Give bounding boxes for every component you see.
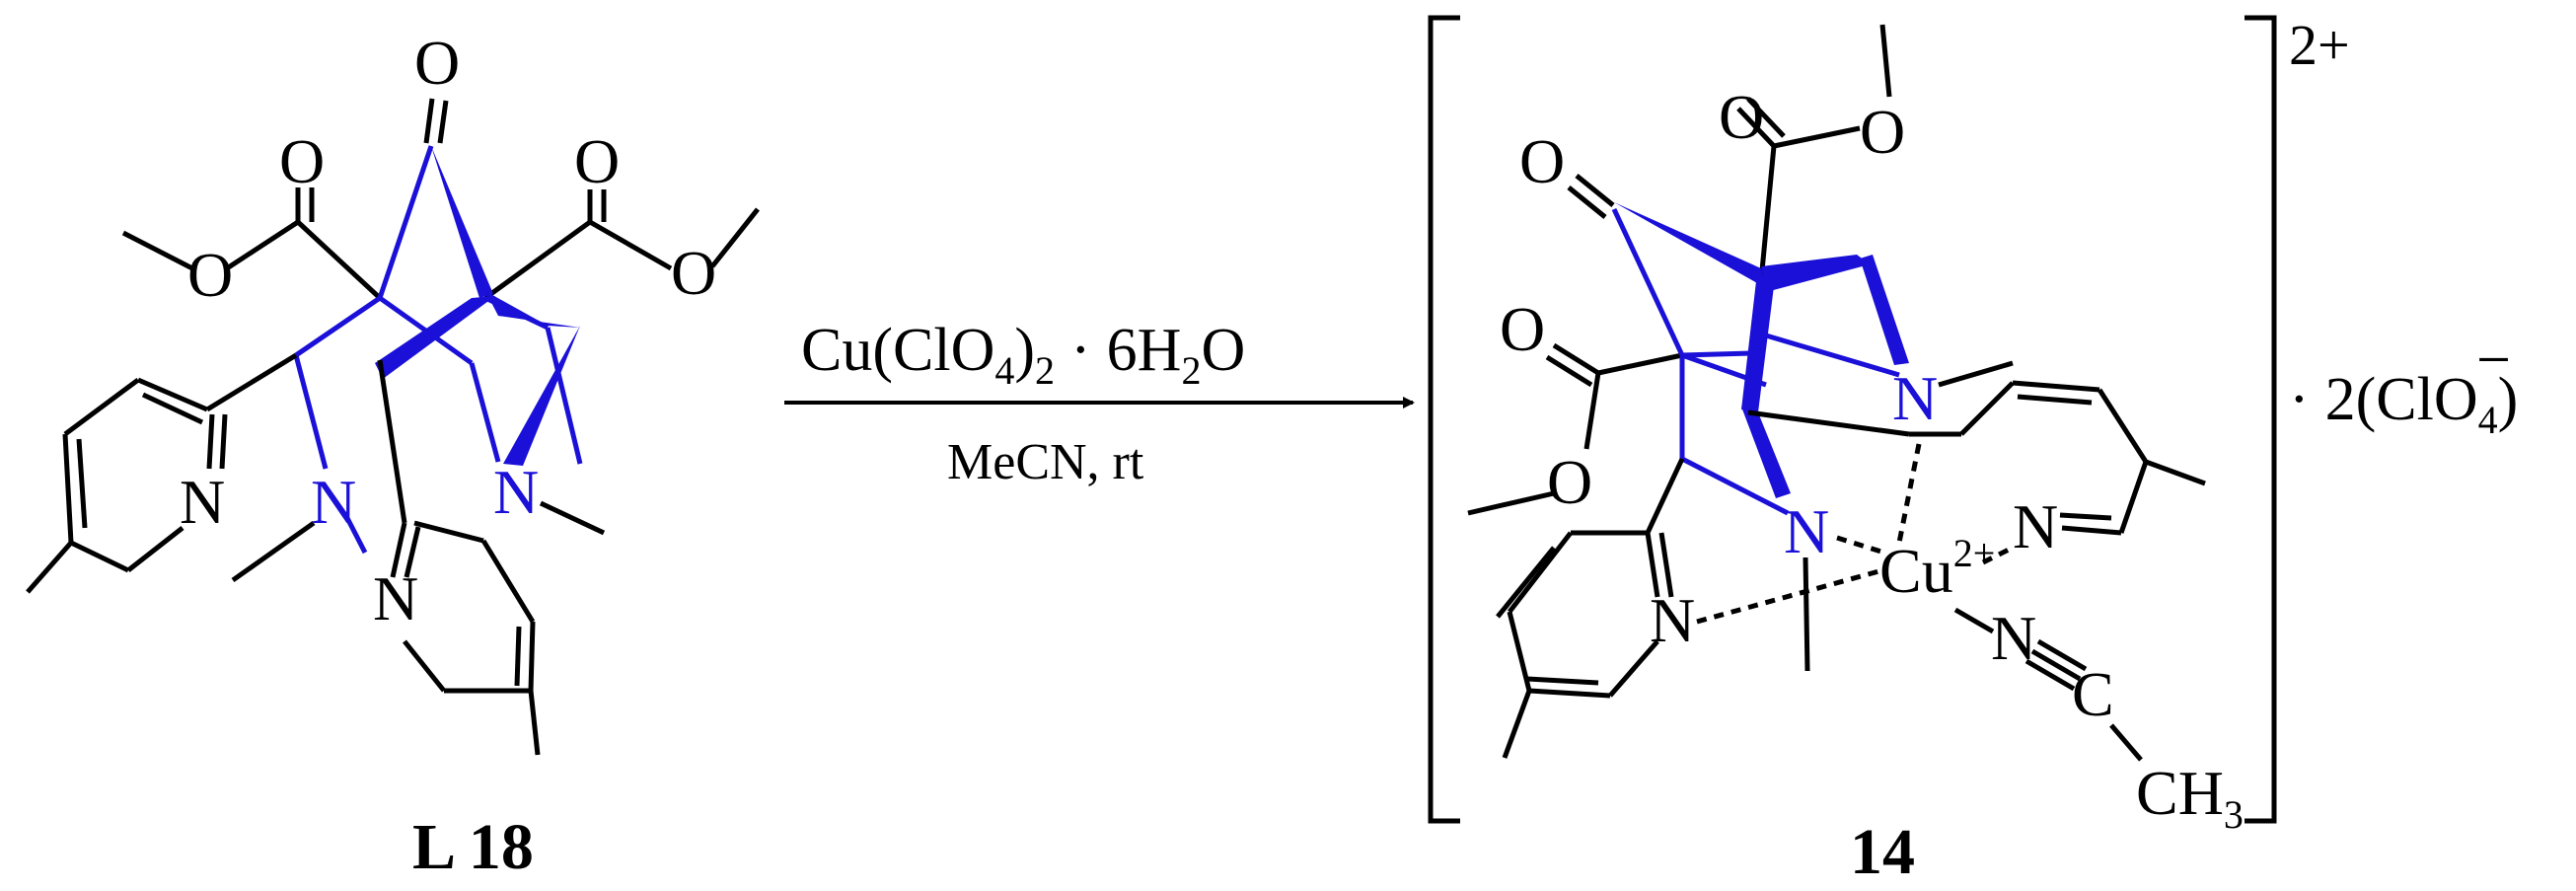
left-ester bbox=[121, 187, 382, 300]
product-label: 14 bbox=[1850, 816, 1915, 888]
atom-o: O bbox=[1519, 126, 1565, 196]
product-black-bonds bbox=[1747, 360, 2014, 672]
wedge-bond bbox=[503, 326, 580, 466]
wedge-bond bbox=[1614, 202, 1766, 288]
atom-o: O bbox=[414, 28, 460, 98]
n-methyls bbox=[231, 359, 606, 583]
product-right-pyridine bbox=[1959, 380, 2206, 536]
counterion-label: ·2(ClO4) bbox=[2289, 366, 2518, 442]
reagent-label: Cu(ClO4)2·6H2O bbox=[801, 317, 1245, 393]
atom-n: N bbox=[1784, 496, 1829, 566]
atom-n: N bbox=[1991, 603, 2036, 673]
reactant-structure-l18 bbox=[26, 98, 760, 756]
reagent-cu: Cu(ClO bbox=[801, 317, 994, 384]
wedge-bond bbox=[485, 291, 580, 328]
reactant-atom-labels: O O O O O N N N N bbox=[180, 28, 716, 633]
complex-charge: 2+ bbox=[2289, 13, 2350, 77]
atom-n: N bbox=[373, 563, 418, 633]
reagent-close: ) bbox=[1014, 317, 1035, 384]
top-ester bbox=[1736, 24, 1892, 282]
reagent-dot: · bbox=[1070, 317, 1091, 384]
product-bracket-left bbox=[1428, 15, 1460, 824]
product-left-pyridine bbox=[1496, 457, 1685, 759]
product-structure-14 bbox=[1467, 24, 2206, 762]
product-atom-labels: O O O O O N N N N N C CH3 Cu2+ bbox=[1500, 82, 2244, 837]
wedge-bond bbox=[1860, 255, 1909, 365]
reagent-water-o: O bbox=[1201, 317, 1245, 384]
product-left-ester bbox=[1467, 342, 1683, 516]
atom-o: O bbox=[187, 240, 233, 310]
wedge-bond bbox=[1761, 255, 1870, 292]
atom-o: O bbox=[1547, 447, 1592, 517]
reagent-water: 6H bbox=[1107, 317, 1182, 384]
ketone-carbonyl bbox=[423, 98, 449, 144]
reactant-label: L 18 bbox=[412, 811, 534, 883]
wedge-bond bbox=[375, 296, 495, 379]
right-ester bbox=[483, 189, 760, 301]
atom-o: O bbox=[1500, 294, 1545, 364]
atom-o: O bbox=[574, 126, 620, 196]
acetonitrile-ligand bbox=[1953, 607, 2143, 762]
bispidine-core bbox=[293, 145, 583, 555]
wedge-bond bbox=[1741, 281, 1774, 412]
conditions-label: MeCN, rt bbox=[947, 434, 1144, 490]
reagent-water-sub: 2 bbox=[1181, 348, 1201, 393]
atom-n: N bbox=[1650, 585, 1695, 655]
atom-n: N bbox=[2013, 491, 2058, 561]
atom-c: C bbox=[2072, 659, 2114, 729]
wedge-bond bbox=[1741, 407, 1791, 498]
product-ketone bbox=[1567, 174, 1615, 219]
reagent-sub2: 2 bbox=[1035, 348, 1055, 393]
perchlorate-minus: − bbox=[2476, 327, 2511, 394]
wedge-bond bbox=[431, 146, 493, 298]
atom-o: O bbox=[1719, 82, 1764, 152]
reagent-sub4: 4 bbox=[994, 348, 1014, 393]
atom-o: O bbox=[1860, 97, 1905, 167]
atom-o: O bbox=[671, 238, 716, 308]
copper-center: Cu2+ bbox=[1879, 531, 1995, 606]
atom-n: N bbox=[493, 457, 539, 527]
methyl-group: CH3 bbox=[2136, 758, 2244, 837]
left-pyridine bbox=[26, 352, 298, 594]
atom-n: N bbox=[1892, 363, 1938, 433]
atom-n: N bbox=[311, 467, 356, 537]
atom-o: O bbox=[279, 126, 325, 196]
coordination-bonds bbox=[1696, 443, 2015, 625]
product-core bbox=[1611, 207, 1900, 516]
product-bracket-right bbox=[2245, 15, 2277, 824]
bottom-pyridine bbox=[390, 520, 541, 756]
atom-n: N bbox=[180, 467, 225, 537]
